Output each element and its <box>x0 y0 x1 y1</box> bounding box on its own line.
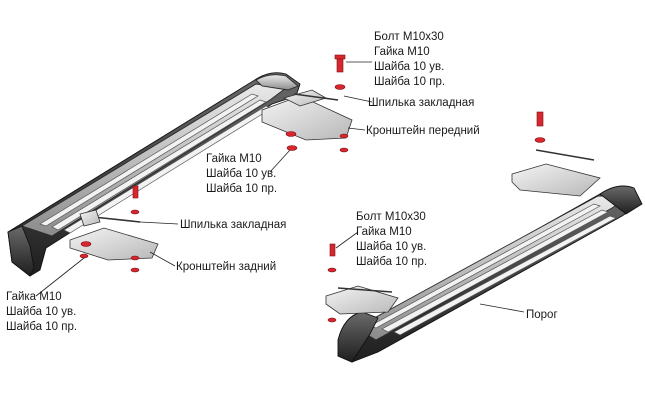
bolt-left <box>132 185 139 199</box>
label-right-bolt: Болт М10х30 Гайка М10 Шайба 10 ув. Шайба… <box>356 211 427 268</box>
label-mid-nut-2: Шайба 10 ув. <box>206 168 276 180</box>
leader-sill <box>479 303 525 313</box>
front-bracket <box>261 89 353 141</box>
left-sill-rail-2 <box>51 99 267 231</box>
leader-mid-nut <box>269 149 291 173</box>
right-sill <box>337 185 643 363</box>
bolt-top-head <box>334 54 346 60</box>
left-sill-front-cap <box>255 74 299 91</box>
right-front-bracket-plate <box>511 163 601 197</box>
right-sill-rear-cap <box>599 185 643 215</box>
rear-bracket-tab <box>79 209 101 227</box>
nut-right-lower <box>327 317 337 323</box>
washer-right-lower <box>327 267 337 273</box>
label-right-bolt-4: Шайба 10 пр. <box>356 256 427 268</box>
front-stud-rod <box>293 93 339 101</box>
label-top-bolt: Болт М10х30 Гайка М10 Шайба 10 ув. Шайба… <box>374 31 445 88</box>
bolt-right-lower <box>329 243 336 257</box>
leader-top-stud <box>343 95 373 103</box>
label-top-bolt-4: Шайба 10 пр. <box>374 76 445 88</box>
left-sill-rail-1 <box>39 93 259 227</box>
right-rear-bracket <box>325 285 399 315</box>
washer-left <box>130 209 140 215</box>
right-rear-bracket-plate <box>325 285 399 315</box>
label-bottom-nut: Гайка М10 Шайба 10 ув. Шайба 10 пр. <box>6 291 77 333</box>
label-right-bolt-1: Болт М10х30 <box>356 211 426 223</box>
leader-front-bracket <box>347 127 366 131</box>
nut-mid-1 <box>285 131 297 137</box>
right-rear-stud-rod <box>337 287 393 293</box>
label-mid-nut: Гайка М10 Шайба 10 ув. Шайба 10 пр. <box>206 153 277 195</box>
label-front-bracket: Кронштейн передний <box>366 125 480 137</box>
right-front-bracket <box>511 149 601 197</box>
label-right-bolt-2: Гайка М10 <box>356 226 412 238</box>
label-bottom-nut-1: Гайка М10 <box>6 291 62 303</box>
label-top-bolt-3: Шайба 10 ув. <box>374 61 444 73</box>
leader-right-bolt <box>335 231 359 249</box>
left-sill <box>7 72 301 277</box>
nut-bl-2 <box>79 253 89 259</box>
nut-bl-4 <box>130 267 140 273</box>
label-bottom-nut-2: Шайба 10 ув. <box>6 306 76 318</box>
leader-rear-bracket <box>149 251 176 267</box>
nut-bl-3 <box>130 255 140 261</box>
leader-lines <box>35 61 525 313</box>
leader-bottom-nut <box>35 257 85 297</box>
right-front-stud-rod <box>535 149 595 161</box>
right-sill-rail-3 <box>393 215 617 336</box>
nut-mid-2 <box>286 145 298 151</box>
label-bottom-nut-3: Шайба 10 пр. <box>6 321 77 333</box>
right-sill-rail-2 <box>381 209 609 333</box>
right-sill-rail-1 <box>369 203 601 329</box>
label-top-stud: Шпилька закладная <box>368 97 474 109</box>
leader-left-stud <box>139 221 179 225</box>
label-mid-nut-3: Шайба 10 пр. <box>206 183 277 195</box>
label-right-bolt-3: Шайба 10 ув. <box>356 241 426 253</box>
washer-right <box>534 137 546 143</box>
label-rear-bracket: Кронштейн задний <box>176 261 276 273</box>
bolt-top <box>336 57 344 73</box>
nut-mid-3 <box>339 133 349 139</box>
label-left-stud: Шпилька закладная <box>180 219 286 231</box>
nut-bl-1 <box>80 241 92 247</box>
left-sill-rear-cap <box>7 225 35 277</box>
bolt-right <box>536 111 544 127</box>
fasteners <box>79 54 546 323</box>
label-top-bolt-2: Гайка М10 <box>374 46 430 58</box>
washer-top <box>334 84 346 90</box>
label-sill: Порог <box>526 309 558 321</box>
label-mid-nut-1: Гайка М10 <box>206 153 262 165</box>
nut-mid-4 <box>339 147 349 153</box>
right-sill-front-cap <box>337 311 379 363</box>
rear-bracket <box>69 209 159 261</box>
label-top-bolt-1: Болт М10х30 <box>374 31 444 43</box>
rear-bracket-plate <box>69 227 159 261</box>
